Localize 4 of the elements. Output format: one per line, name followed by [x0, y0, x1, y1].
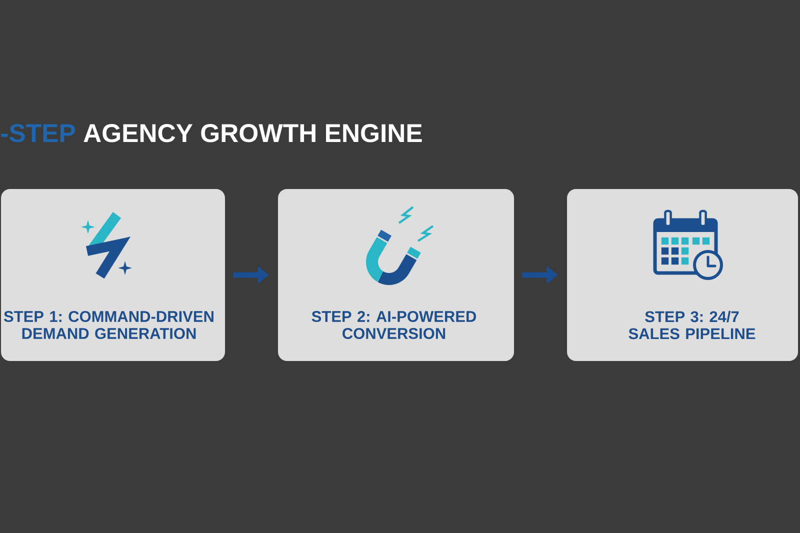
step-box: STEP 3: 24/7 SALES PIPELINE	[567, 189, 798, 361]
step-box: STEP 2: AI-POWERED CONVERSION	[278, 189, 514, 361]
title: -STEP AGENCY GROWTH ENGINE	[1, 124, 422, 142]
step-box: STEP 1: COMMAND-DRIVEN DEMAND GENERATION	[1, 189, 225, 361]
